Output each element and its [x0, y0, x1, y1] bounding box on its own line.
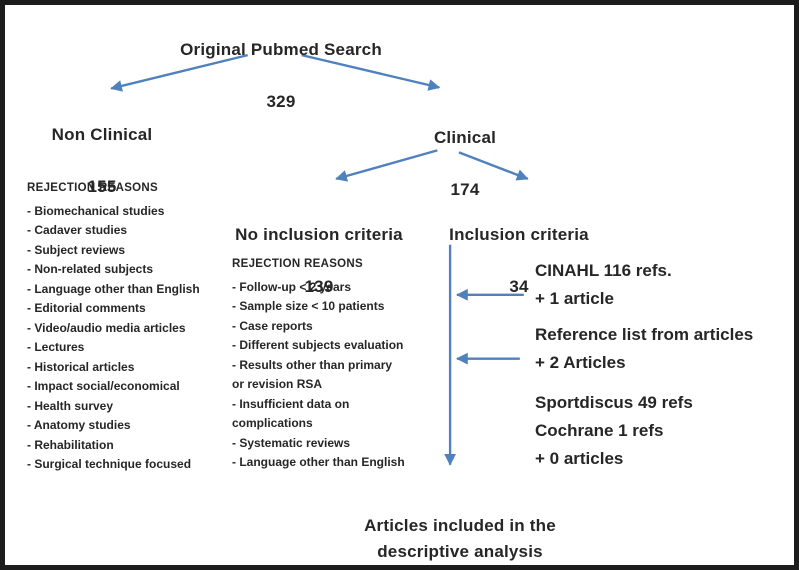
- list-item: - Surgical technique focused: [27, 457, 192, 471]
- source-cinahl: CINAHL 116 refs. + 1 article: [535, 257, 672, 313]
- node-count: 329: [266, 92, 296, 111]
- list-item: - Anatomy studies: [27, 418, 131, 432]
- source-line: + 2 Articles: [535, 353, 626, 372]
- node-label: Inclusion criteria: [449, 225, 589, 244]
- arrows-layer: [110, 53, 529, 466]
- node-inclusion-criteria: Inclusion criteria 34: [429, 196, 609, 326]
- list-item: - Impact social/economical: [27, 379, 180, 393]
- node-clinical: Clinical 174: [385, 99, 545, 229]
- list-item: - Health survey: [27, 398, 114, 413]
- list-item: - Follow-up < 2 years: [232, 279, 352, 294]
- node-label: Articles included in the descriptive ana…: [364, 516, 556, 561]
- node-non-clinical: Non Clinical 155: [22, 96, 182, 226]
- source-line: CINAHL 116 refs.: [535, 261, 672, 280]
- list-item: - Sample size < 10 patients: [232, 299, 385, 313]
- node-articles-included: Articles included in the descriptive ana…: [335, 487, 585, 565]
- rejection-heading: REJECTION REASONS: [232, 258, 363, 270]
- list-item: - Results other than primary or revision…: [232, 357, 393, 392]
- node-count: 155: [87, 177, 117, 196]
- rejection-list: - Follow-up < 2 years - Sample size < 10…: [232, 278, 442, 473]
- list-item: - Language other than English: [27, 281, 200, 296]
- list-item: - Language other than English: [232, 455, 405, 469]
- list-item: - Case reports: [232, 318, 313, 333]
- arrow-root-to-nonclinical: [110, 53, 248, 92]
- list-item: - Different subjects evaluation: [232, 338, 404, 352]
- list-item: - Non-related subjects: [27, 262, 154, 276]
- source-line: Cochrane 1 refs: [535, 421, 664, 440]
- source-line: + 1 article: [535, 289, 614, 308]
- list-item: - Insufficient data on complications: [232, 396, 350, 431]
- node-count: 34: [509, 277, 529, 296]
- node-label: Original Pubmed Search: [180, 40, 382, 59]
- arrow-clinical-to-inclusion: [458, 151, 529, 181]
- node-label: Non Clinical: [51, 125, 153, 144]
- list-item: - Biomechanical studies: [27, 203, 165, 218]
- node-label: Clinical: [433, 128, 497, 147]
- list-item: - Lectures: [27, 340, 85, 354]
- node-label: No inclusion criteria: [235, 225, 403, 244]
- list-item: - Rehabilitation: [27, 437, 114, 452]
- list-item: - Subject reviews: [27, 242, 126, 257]
- source-line: Reference list from articles: [535, 325, 754, 344]
- rejection-reasons-nonclinical: REJECTION REASONS - Biomechanical studie…: [27, 179, 227, 475]
- source-reference-list: Reference list from articles + 2 Article…: [535, 321, 753, 377]
- arrow-root-to-clinical: [301, 53, 441, 91]
- source-sportdiscus-cochrane: Sportdiscus 49 refs Cochrane 1 refs + 0 …: [535, 389, 693, 473]
- list-item: - Editorial comments: [27, 301, 146, 315]
- list-item: - Systematic reviews: [232, 435, 351, 450]
- source-line: + 0 articles: [535, 449, 624, 468]
- list-item: - Video/audio media articles: [27, 320, 186, 335]
- list-item: - Historical articles: [27, 359, 135, 374]
- node-no-inclusion-criteria: No inclusion criteria 139: [209, 196, 429, 326]
- source-line: Sportdiscus 49 refs: [535, 393, 693, 412]
- arrow-clinical-to-noinclusion: [335, 149, 438, 182]
- node-count: 139: [304, 277, 334, 296]
- node-original-pubmed-search: Original Pubmed Search 329: [131, 11, 431, 141]
- list-item: - Cadaver studies: [27, 223, 128, 237]
- rejection-list: - Biomechanical studies - Cadaver studie…: [27, 202, 227, 475]
- node-count: 174: [450, 180, 480, 199]
- rejection-reasons-no-inclusion: REJECTION REASONS - Follow-up < 2 years …: [232, 255, 442, 473]
- rejection-heading: REJECTION REASONS: [27, 182, 158, 194]
